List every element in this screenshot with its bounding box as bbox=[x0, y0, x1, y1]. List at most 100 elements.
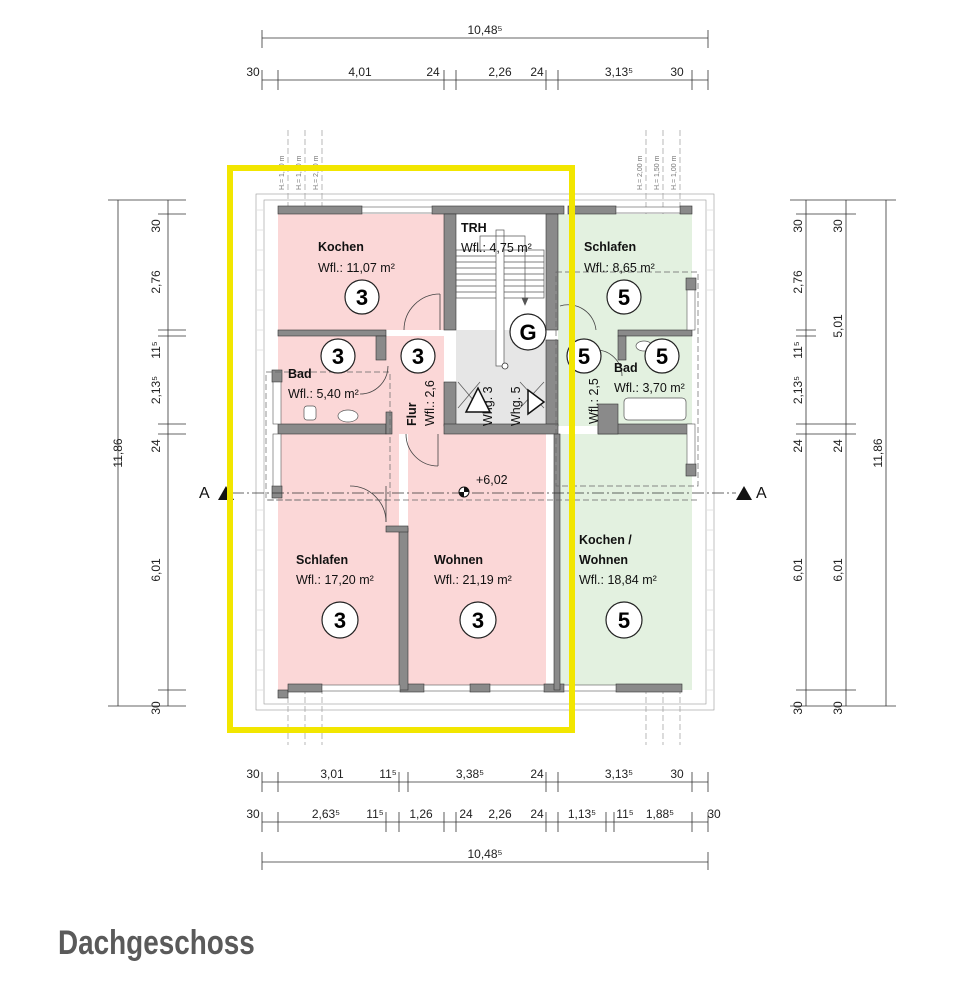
unit-marker bbox=[606, 279, 642, 315]
height-label: H.= 1,00 m bbox=[279, 155, 286, 190]
unit-marker-label: 5 bbox=[618, 608, 630, 633]
dim-right-seg: 6,01 bbox=[791, 558, 805, 582]
stair-label: Whg. 5 bbox=[509, 386, 523, 426]
unit-marker-label: 3 bbox=[356, 285, 368, 310]
room-area: Wfl.: 2,5 bbox=[587, 378, 601, 424]
dim-left-seg: 30 bbox=[149, 701, 163, 715]
dim-top-seg: 3,13⁵ bbox=[605, 65, 633, 79]
dim-right-outer-seg: 6,01 bbox=[831, 558, 845, 582]
height-label: H.= 1,50 m bbox=[654, 155, 661, 190]
dim-left-seg: 30 bbox=[149, 219, 163, 233]
height-label: H.= 1,00 m bbox=[671, 155, 678, 190]
stair-arrows bbox=[464, 386, 546, 416]
dim-right-seg: 11⁵ bbox=[791, 341, 805, 358]
dim-bottom-seg: 24 bbox=[530, 767, 544, 781]
room-name: Flur bbox=[405, 402, 419, 426]
room-area: Wfl.: 2,6 bbox=[423, 380, 437, 426]
dim-right-seg: 2,76 bbox=[791, 270, 805, 294]
unit-marker bbox=[605, 601, 643, 639]
staircase bbox=[455, 229, 545, 409]
dimension-chain-left bbox=[108, 199, 186, 707]
dimension-chain-bottom bbox=[261, 772, 709, 870]
room-name: Schlafen bbox=[296, 553, 348, 567]
dim-top-total: 10,48⁵ bbox=[467, 23, 502, 37]
room-name: Schlafen bbox=[584, 240, 636, 254]
room-name: Kochen / bbox=[579, 533, 632, 547]
dim-right-seg: 2,13⁵ bbox=[791, 376, 805, 404]
unit-marker bbox=[459, 601, 497, 639]
dim-bottom-seg: 11⁵ bbox=[616, 807, 633, 821]
unit-marker-label: 3 bbox=[332, 344, 344, 369]
sanitary-fixtures bbox=[303, 340, 687, 423]
room-area: Wfl.: 4,75 m² bbox=[461, 241, 532, 255]
dim-right-outer-seg: 24 bbox=[831, 439, 845, 453]
dim-right-seg: 24 bbox=[791, 439, 805, 453]
room-name: TRH bbox=[461, 221, 487, 235]
section-label-right: A bbox=[756, 485, 767, 502]
dim-bottom-total: 10,48⁵ bbox=[467, 847, 502, 861]
section-label-left: A bbox=[199, 485, 210, 502]
room-area: Wfl.: 11,07 m² bbox=[318, 261, 395, 275]
unit-marker bbox=[344, 279, 380, 315]
unit-marker-label: 3 bbox=[472, 608, 484, 633]
dim-left-seg: 2,76 bbox=[149, 270, 163, 294]
level-label: +6,02 bbox=[476, 473, 508, 487]
dim-top-seg: 2,26 bbox=[488, 65, 512, 79]
dim-right-seg: 30 bbox=[791, 219, 805, 233]
dim-right-total: 11,86 bbox=[871, 438, 885, 467]
unit-marker bbox=[566, 338, 602, 374]
room-area: Wfl.: 21,19 m² bbox=[434, 573, 512, 587]
dim-bottom-seg: 1,13⁵ bbox=[568, 807, 596, 821]
dim-left-total: 11,86 bbox=[111, 438, 125, 467]
room-name: Bad bbox=[288, 367, 312, 381]
dim-bottom-seg: 3,13⁵ bbox=[605, 767, 633, 781]
unit-marker bbox=[644, 338, 680, 374]
dim-right-outer-seg: 30 bbox=[831, 219, 845, 233]
dim-bottom-seg: 3,01 bbox=[320, 767, 344, 781]
dim-top-seg: 4,01 bbox=[348, 65, 372, 79]
dormer-outlines bbox=[265, 271, 700, 501]
dim-top-seg: 24 bbox=[530, 65, 544, 79]
room-area: Wfl.: 5,40 m² bbox=[288, 387, 359, 401]
unit-marker-label: G bbox=[519, 320, 536, 345]
dim-right-seg: 30 bbox=[791, 701, 805, 715]
dim-left-seg: 2,13⁵ bbox=[149, 376, 163, 404]
dim-bottom-seg: 30 bbox=[246, 807, 260, 821]
room-area: Wfl.: 17,20 m² bbox=[296, 573, 374, 587]
height-label: H.= 1,50 m bbox=[296, 155, 303, 190]
unit-marker bbox=[509, 313, 547, 351]
room-name: Bad bbox=[614, 361, 638, 375]
dim-bottom-seg: 3,38⁵ bbox=[456, 767, 484, 781]
dim-bottom-seg: 24 bbox=[459, 807, 473, 821]
room-name: Kochen bbox=[318, 240, 364, 254]
height-label: H.= 2,00 m bbox=[637, 155, 644, 190]
room-area: Wfl.: 3,70 m² bbox=[614, 381, 685, 395]
apartment-3-fill bbox=[278, 214, 546, 690]
dimension-chain-top bbox=[261, 30, 709, 90]
page-title: Dachgeschoss bbox=[58, 924, 255, 962]
unit-marker-label: 3 bbox=[412, 344, 424, 369]
dim-bottom-seg: 11⁵ bbox=[379, 767, 396, 781]
windows bbox=[272, 206, 696, 692]
stair-start-dot bbox=[501, 362, 509, 370]
dim-left-seg: 24 bbox=[149, 439, 163, 453]
dim-left-seg: 11⁵ bbox=[149, 341, 163, 358]
dim-right-outer-seg: 30 bbox=[831, 701, 845, 715]
unit-marker-label: 3 bbox=[334, 608, 346, 633]
roof-hatch bbox=[257, 209, 713, 691]
dim-left-seg: 6,01 bbox=[149, 558, 163, 582]
dim-top-seg: 30 bbox=[246, 65, 260, 79]
dim-bottom-seg: 24 bbox=[530, 807, 544, 821]
room-area: Wfl.: 18,84 m² bbox=[579, 573, 657, 587]
room-name-line2: Wohnen bbox=[579, 553, 628, 567]
unit-marker bbox=[400, 338, 436, 374]
dim-top-seg: 30 bbox=[670, 65, 684, 79]
unit-marker bbox=[320, 338, 356, 374]
apartment-5-fill bbox=[558, 214, 692, 690]
height-label: H.= 2,00 m bbox=[313, 155, 320, 190]
apartment-3-highlight bbox=[227, 165, 575, 733]
dimension-chain-right bbox=[790, 199, 896, 707]
dim-bottom-seg: 30 bbox=[246, 767, 260, 781]
dim-right-outer-seg: 5,01 bbox=[831, 314, 845, 338]
stair-label: Whg. 3 bbox=[481, 386, 495, 426]
